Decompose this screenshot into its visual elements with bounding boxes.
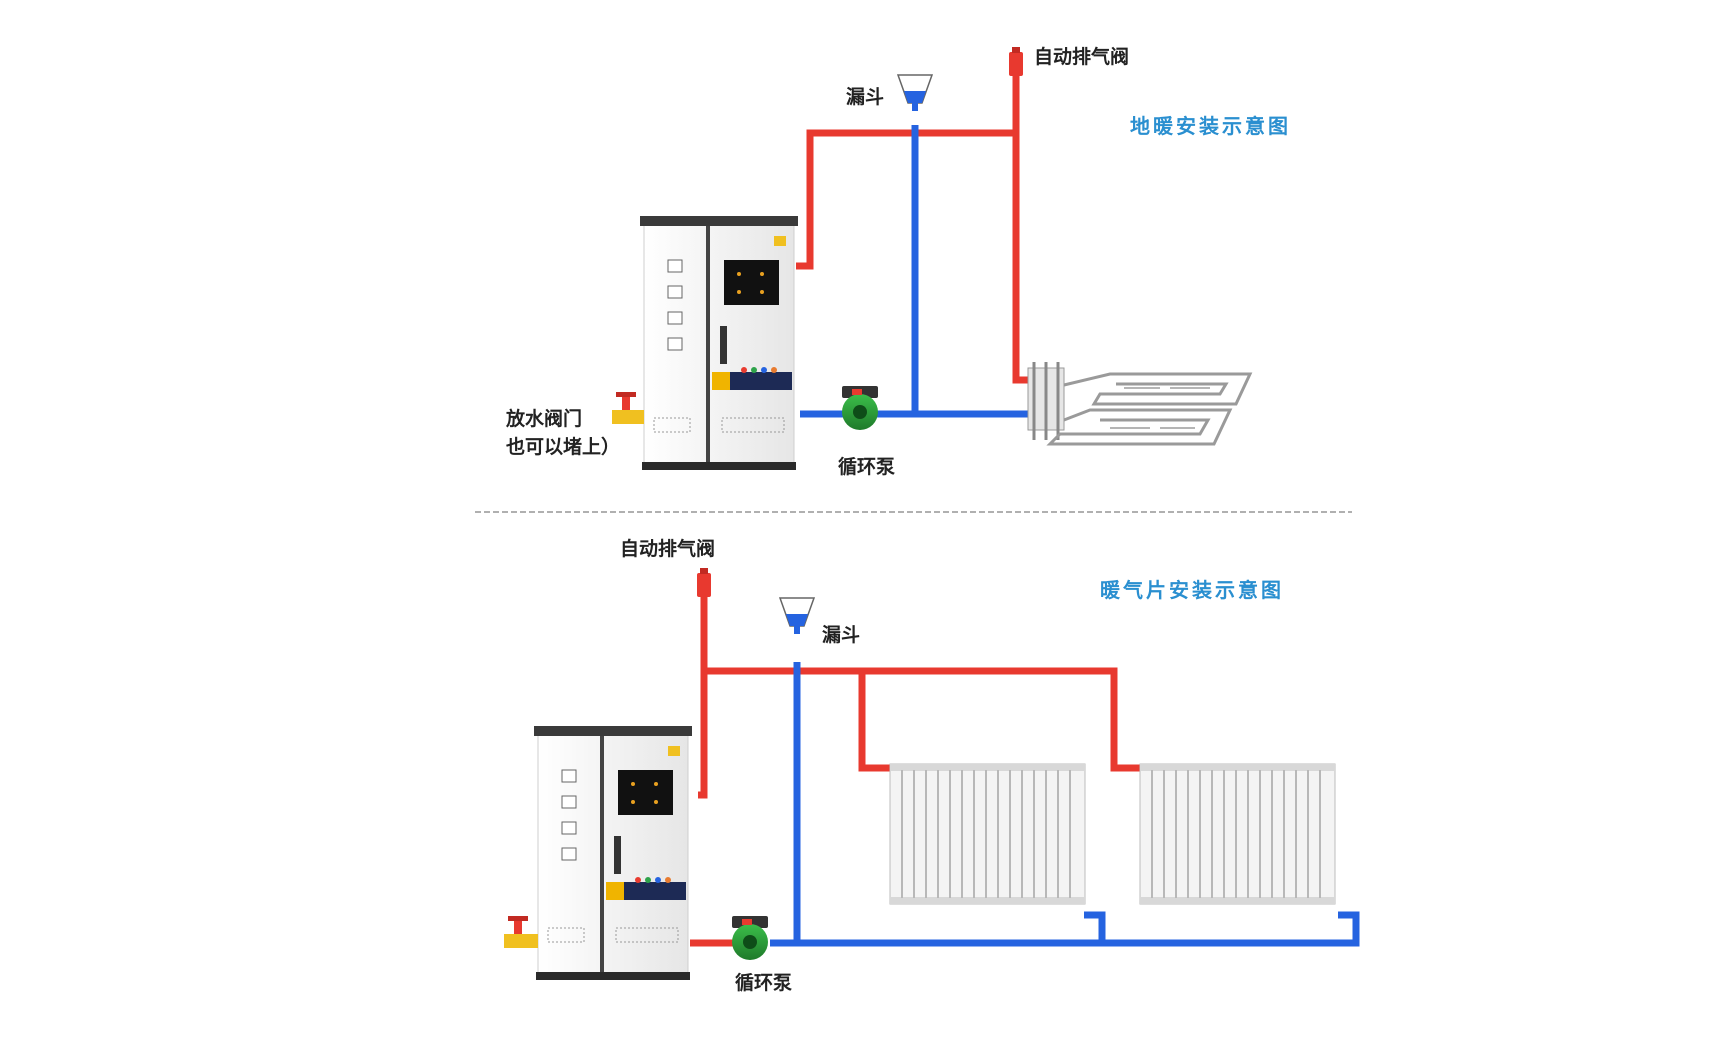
drain-valve-icon: [504, 916, 538, 948]
bottom-diagram-title: 暖气片安装示意图: [1100, 578, 1284, 602]
drain-valve-icon: [612, 392, 644, 424]
hot-branch-pipe: [858, 671, 890, 772]
radiator-icon: [1139, 763, 1336, 905]
floor-heating-diagram: [612, 47, 1253, 471]
top-funnel-label: 漏斗: [846, 86, 885, 108]
cold-branch-pipe: [1084, 911, 1106, 943]
drain-label-line2: 也可以堵上）: [506, 436, 621, 458]
top-air-valve-label: 自动排气阀: [1034, 46, 1130, 68]
circulation-pump-icon: [732, 916, 768, 960]
radiator-icon: [889, 763, 1086, 905]
air-valve-icon: [1009, 47, 1023, 76]
floor-heating-coil-icon: [1027, 362, 1253, 446]
bottom-pump-label: 循环泵: [735, 972, 793, 994]
top-diagram-title: 地暖安装示意图: [1130, 114, 1291, 138]
boiler-cabinet-icon: [639, 215, 799, 471]
funnel-icon: [897, 74, 933, 112]
boiler-cabinet-icon: [533, 725, 693, 981]
hot-riser-pipe-2: [698, 580, 708, 799]
funnel-icon: [779, 597, 815, 635]
top-pump-label: 循环泵: [838, 456, 896, 478]
drain-label-line1: 放水阀门: [506, 408, 583, 430]
hot-supply-pipe: [796, 129, 1016, 270]
hot-riser-pipe: [1012, 60, 1030, 384]
hot-supply-pipe-2: [704, 667, 1140, 772]
bottom-funnel-label: 漏斗: [822, 624, 861, 646]
air-valve-icon: [697, 568, 711, 597]
cold-return-pipe-2: [770, 911, 1360, 947]
radiator-diagram: [504, 568, 1360, 981]
top-drain-label: 放水阀门 也可以堵上）: [506, 405, 620, 461]
bottom-air-valve-label: 自动排气阀: [620, 538, 716, 560]
circulation-pump-icon: [842, 386, 878, 430]
